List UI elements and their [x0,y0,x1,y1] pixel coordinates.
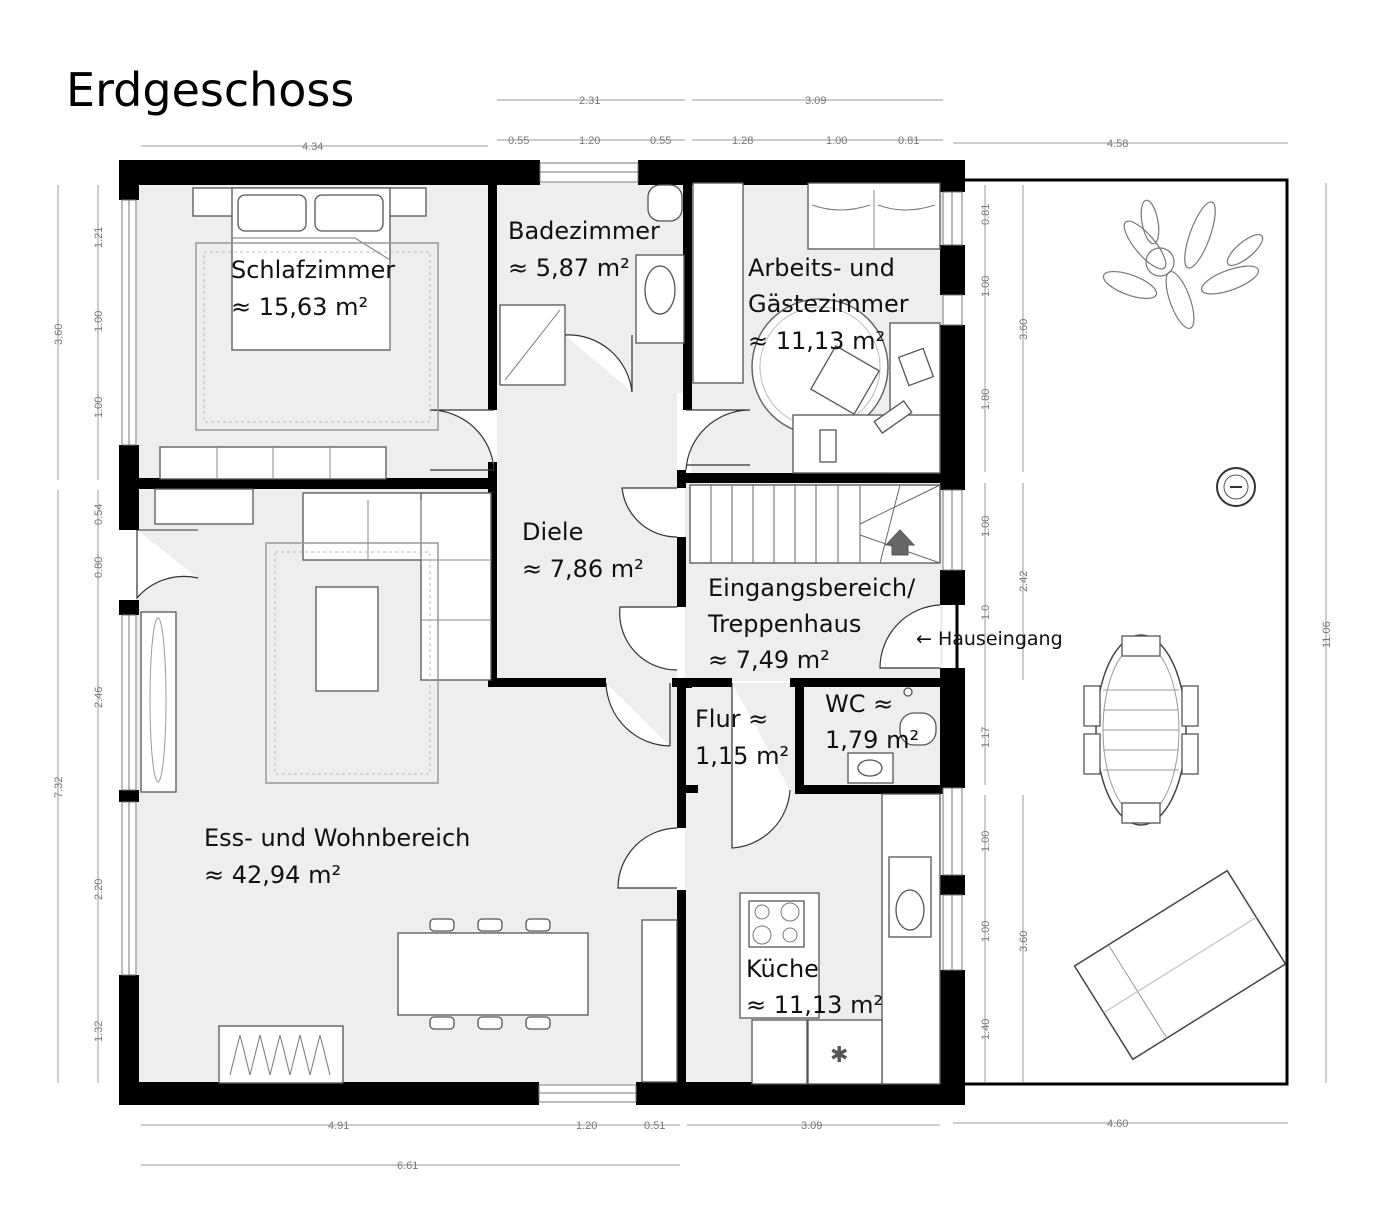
dim-left-1.21: 1.21 [93,227,105,248]
dim-right-1.00c: 1.00 [980,831,992,852]
kitchen-furniture: ✱ [739,793,941,1085]
badezimmer-area: ≈ 5,87 m² [508,254,630,282]
grill-icon [1216,467,1256,507]
badezimmer-name: Badezimmer [508,217,660,245]
dim-left-7.32: 7.32 [53,777,65,798]
dim-top-0.81: 0.81 [898,135,919,147]
dim-right-1.80: 1.80 [980,389,992,410]
stairs [689,484,941,564]
dim-right-1.00d: 1.00 [980,921,992,942]
dim-left-1.00b: 1.00 [93,397,105,418]
dim-bottom-4.91: 4.91 [328,1120,349,1132]
dim-top-1.28: 1.28 [732,135,753,147]
dim-right-1.00a: 1.00 [980,276,992,297]
dim-top-1.20: 1.20 [579,135,600,147]
dim-left-3.60: 3.60 [53,324,65,345]
plant-icon [1102,199,1264,329]
dim-bottom-3.09: 3.09 [801,1120,822,1132]
dim-top-3.09: 3.09 [805,95,826,107]
arbeitszimmer-name-1: Arbeits- und [748,254,895,282]
entrance-label: ← Hauseingang [916,628,1063,650]
kueche-name: Küche [746,955,819,983]
dim-right-3.60b: 3.60 [1018,931,1030,952]
dim-bottom-6.61: 6.61 [397,1160,418,1172]
dim-bottom-1.20: 1.20 [576,1120,597,1132]
dimension-labels: 4.34 2.31 0.55 1.20 0.55 3.09 1.28 1.00 … [53,95,1333,1172]
dim-right-1.00b: 1.00 [980,516,992,537]
schlafzimmer-area: ≈ 15,63 m² [231,293,368,321]
living-furniture [140,488,678,1084]
wohnbereich-area: ≈ 42,94 m² [204,861,341,889]
wc-name: WC ≈ [825,690,893,718]
dim-top-0.55b: 0.55 [650,135,671,147]
flur-name: Flur ≈ [695,705,768,733]
table-set [1083,634,1199,826]
dim-left-1.32: 1.32 [93,1021,105,1042]
dim-left-2.46: 2.46 [93,687,105,708]
wc-area: 1,79 m² [825,726,919,754]
dim-right-0.81: 0.81 [980,204,992,225]
dim-bottom-4.60: 4.60 [1107,1118,1128,1130]
dim-top-2.31: 2.31 [579,95,600,107]
bathroom-furniture [499,184,685,386]
plan-title: Erdgeschoss [66,63,354,117]
arbeitszimmer-name-2: Gästezimmer [748,290,909,318]
wc-furniture [847,687,937,784]
flur-area: 1,15 m² [695,742,789,770]
arbeitszimmer-area: ≈ 11,13 m² [748,327,885,355]
kueche-area: ≈ 11,13 m² [746,991,883,1019]
dim-right-11.06: 11.06 [1321,621,1333,648]
dim-left-1.00a: 1.00 [93,311,105,332]
dim-bottom-0.51: 0.51 [644,1120,665,1132]
dim-right-1.0: 1.0 [980,605,992,620]
windows [121,162,963,1103]
dim-top-0.55a: 0.55 [508,135,529,147]
dim-right-2.42: 2.42 [1018,571,1030,592]
bedroom-furniture [159,187,439,480]
svg-text:✱: ✱ [830,1043,848,1068]
office-furniture [692,182,941,474]
diele-area: ≈ 7,86 m² [522,555,644,583]
dim-right-3.60a: 3.60 [1018,319,1030,340]
sun-lounger [1073,869,1287,1061]
walls [119,160,965,1105]
eingang-area: ≈ 7,49 m² [708,646,830,674]
eingang-name-2: Treppenhaus [707,610,861,638]
eingang-name-1: Eingangsbereich/ [708,574,916,602]
dim-right-1.17: 1.17 [980,727,992,748]
dim-top-4.34: 4.34 [302,141,323,153]
dim-left-0.54: 0.54 [93,504,105,525]
dim-top-1.00: 1.00 [826,135,847,147]
dim-top-4.58: 4.58 [1107,138,1128,150]
wohnbereich-name: Ess- und Wohnbereich [204,824,470,852]
dimension-lines [57,99,1327,1166]
dim-left-0.80: 0.80 [93,557,105,578]
doors [136,334,941,889]
dim-right-1.40: 1.40 [980,1019,992,1040]
dim-left-2.20: 2.20 [93,879,105,900]
diele-name: Diele [522,518,583,546]
terrace-furniture [1073,199,1287,1061]
room-labels: Schlafzimmer ≈ 15,63 m² Badezimmer ≈ 5,8… [204,217,1063,1019]
schlafzimmer-name: Schlafzimmer [231,256,395,284]
